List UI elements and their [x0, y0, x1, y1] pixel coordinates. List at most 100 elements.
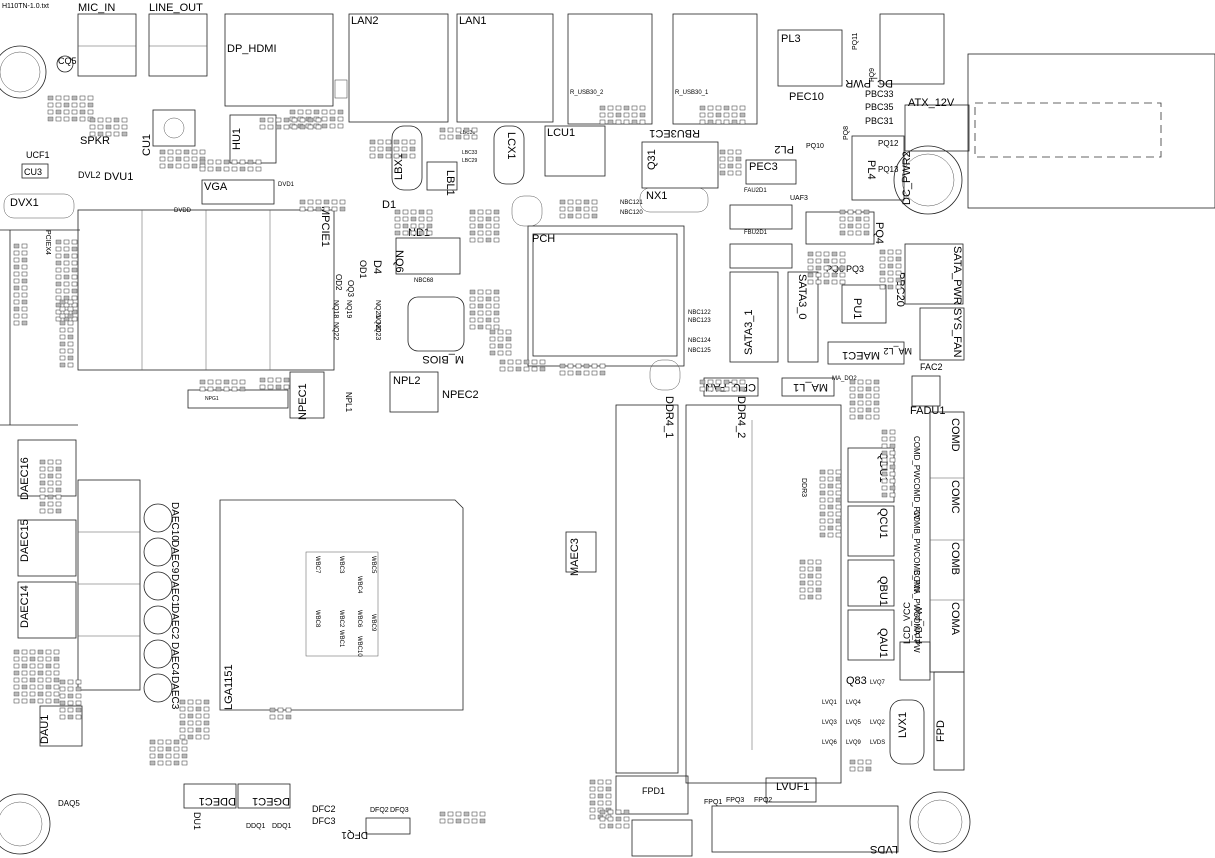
smd-pad: [55, 102, 62, 108]
smd-pad: [455, 127, 462, 133]
smd-pad: [567, 213, 574, 219]
smd-pad: [337, 116, 344, 122]
svg-text:NBC120: NBC120: [620, 210, 643, 216]
smd-pad: [71, 102, 78, 108]
smd-pad: [207, 159, 214, 165]
smd-pad: [71, 295, 78, 301]
smd-pad: [393, 146, 400, 152]
smd-pad: [847, 223, 854, 229]
smd-pad: [239, 166, 246, 172]
smd-pad: [499, 366, 506, 372]
smd-pad: [71, 253, 78, 259]
smd-pad: [719, 170, 726, 176]
smd-pad: [739, 119, 746, 125]
smd-pad: [559, 370, 566, 376]
smd-pad: [463, 134, 470, 140]
smd-pad: [887, 277, 894, 283]
smd-pad: [739, 379, 746, 385]
smd-pad: [719, 149, 726, 155]
smd-pad: [539, 359, 546, 365]
smd-pad: [13, 264, 20, 270]
smd-pad: [183, 149, 190, 155]
smd-pad: [45, 684, 52, 690]
smd-pad: [559, 199, 566, 205]
smd-pad: [215, 386, 222, 392]
smd-pad: [45, 677, 52, 683]
smd-pad: [47, 459, 54, 465]
svg-text:LVQ3: LVQ3: [822, 720, 838, 726]
svg-text:VGA: VGA: [204, 181, 228, 193]
svg-text:LVQ2: LVQ2: [870, 720, 886, 726]
smd-pad: [615, 809, 622, 815]
smd-pad: [71, 95, 78, 101]
smd-pad: [715, 379, 722, 385]
smd-pad: [731, 379, 738, 385]
smd-pad: [439, 134, 446, 140]
smd-pad: [575, 363, 582, 369]
smd-pad: [799, 559, 806, 565]
smd-pad: [707, 386, 714, 392]
smd-pad: [485, 317, 492, 323]
smd-pad: [315, 117, 322, 123]
smd-pad: [21, 285, 28, 291]
smd-pad: [815, 272, 822, 278]
smd-pad: [857, 414, 864, 420]
smd-pad: [485, 303, 492, 309]
smd-pad: [321, 123, 328, 129]
smd-pad: [67, 362, 74, 368]
smd-pad: [865, 766, 872, 772]
smd-pad: [607, 105, 614, 111]
svg-text:FAU2D1: FAU2D1: [744, 188, 767, 194]
smd-pad: [179, 734, 186, 740]
smd-pad: [47, 501, 54, 507]
smd-pad: [181, 753, 188, 759]
smd-pad: [735, 170, 742, 176]
svg-text:DFC2: DFC2: [312, 804, 336, 814]
smd-pad: [865, 400, 872, 406]
mounting-hole-2: [893, 145, 963, 215]
smd-pad: [187, 713, 194, 719]
smd-pad: [175, 163, 182, 169]
smd-pad: [819, 497, 826, 503]
smd-pad: [699, 379, 706, 385]
smd-pad: [839, 272, 846, 278]
smd-pad: [71, 281, 78, 287]
svg-text:D4: D4: [371, 260, 383, 274]
smd-pad: [855, 209, 862, 215]
smd-pad: [849, 386, 856, 392]
svg-text:QCU1: QCU1: [877, 508, 889, 539]
smd-pad: [55, 267, 62, 273]
smd-pad: [447, 127, 454, 133]
smd-pad: [59, 700, 66, 706]
svg-text:PBC33: PBC33: [865, 89, 894, 99]
smd-pad: [849, 414, 856, 420]
smd-pad: [75, 700, 82, 706]
smd-pad: [259, 117, 266, 123]
smd-pad: [639, 119, 646, 125]
smd-pad: [447, 811, 454, 817]
smd-pad: [87, 102, 94, 108]
smd-pad: [889, 457, 896, 463]
smd-pad: [469, 209, 476, 215]
smd-pad: [889, 471, 896, 477]
smd-pad: [409, 153, 416, 159]
smd-pad: [477, 324, 484, 330]
smd-pad: [605, 786, 612, 792]
smd-pad: [97, 124, 104, 130]
svg-text:PQ3: PQ3: [846, 264, 864, 274]
smd-pad: [13, 684, 20, 690]
smd-pad: [469, 237, 476, 243]
smd-pad: [199, 386, 206, 392]
smd-pad: [607, 119, 614, 125]
smd-pad: [827, 504, 834, 510]
smd-pad: [827, 525, 834, 531]
smd-pad: [75, 679, 82, 685]
audio-jack-mic-in: MIC_IN: [77, 2, 137, 77]
smd-pad: [823, 258, 830, 264]
svg-text:DVD1: DVD1: [278, 182, 295, 188]
lbx-inductor: [391, 125, 423, 191]
smd-pad: [807, 265, 814, 271]
smd-pad: [71, 274, 78, 280]
svg-text:LBC29: LBC29: [462, 158, 478, 164]
